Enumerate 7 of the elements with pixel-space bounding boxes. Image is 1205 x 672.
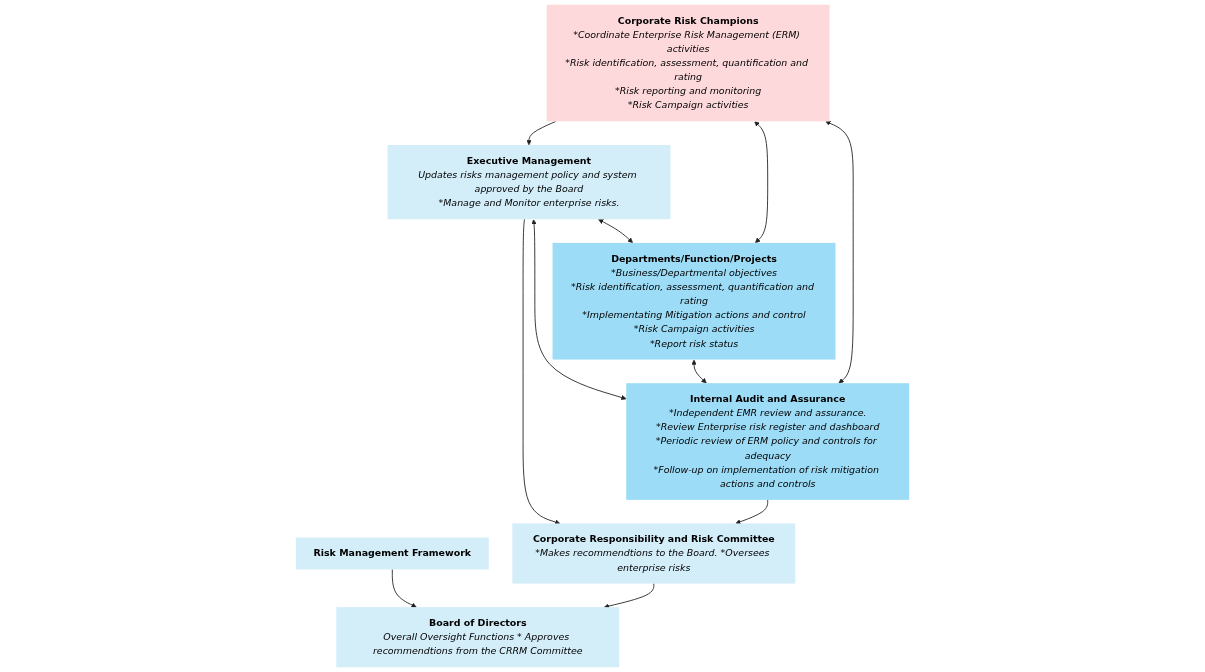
node-box: Risk Management Framework bbox=[295, 537, 489, 570]
node-box: Corporate Responsibility and Risk Committee *Makes recommendtions to the Board. *Oversees enterprise risks bbox=[512, 523, 796, 584]
node-box: Corporate Risk Champions *Coordinate Enterprise Risk Management (ERM) activities *Risk identification, assessment, quantification and rating *Risk reporting and monitoring *Risk Campaign activities bbox=[546, 4, 830, 122]
node-box: Board of Directors Overall Oversight Functions * Approves recommendtions from the CRRM Committee bbox=[336, 607, 620, 668]
node-box: Executive Management Updates risks management policy and system approved by the Board *Manage and Monitor enterprise risks. bbox=[387, 145, 671, 220]
node-box: Internal Audit and Assurance *Independent EMR review and assurance. *Review Enterprise risk register and dashboard *Periodic review of ERM policy and controls for adequacy *Follow-up on implementation of risk mitigation actions and controls bbox=[626, 383, 910, 500]
node-box: Departments/Function/Projects *Business/Departmental objectives *Risk identification, assessment, quantification and rating *Implementating Mitigation actions and control *Risk Campaign activities *Report risk status bbox=[552, 242, 836, 360]
